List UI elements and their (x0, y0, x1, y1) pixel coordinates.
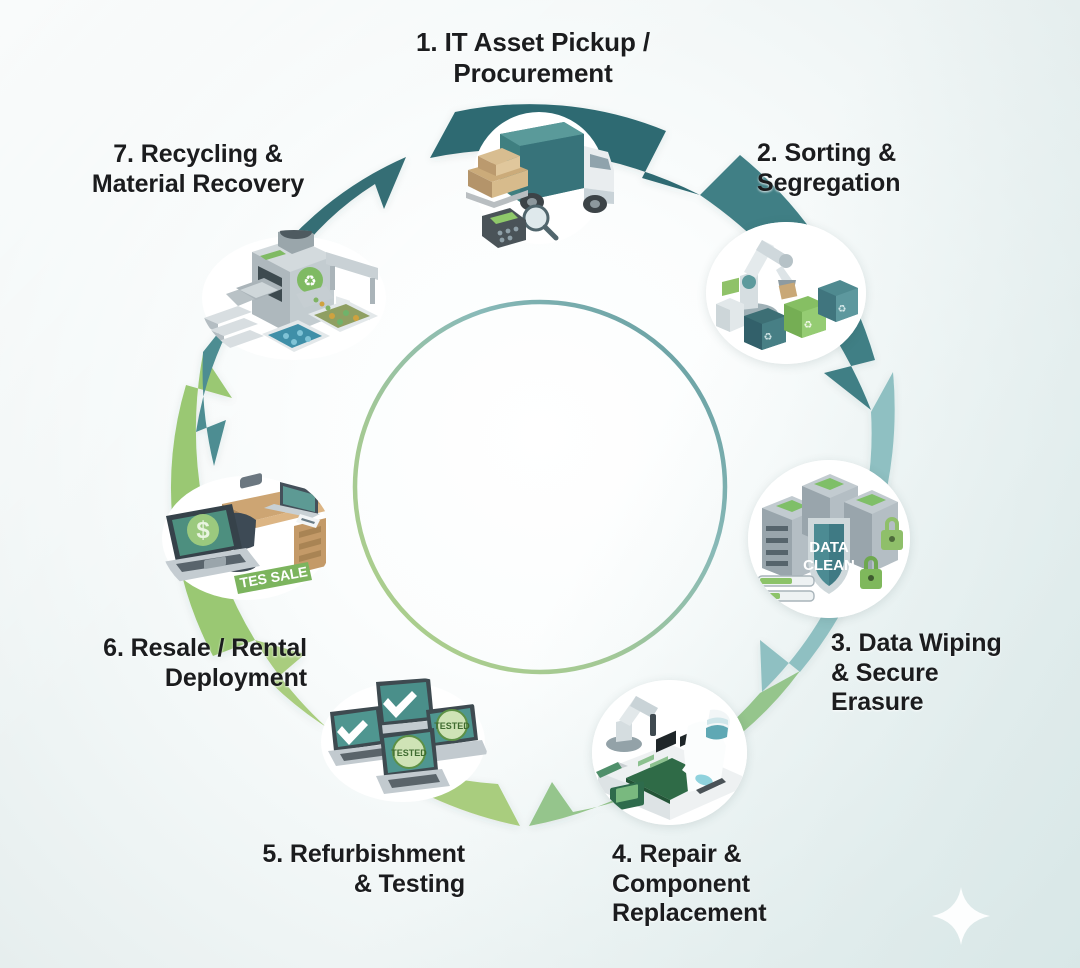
stage-5-label: 5. Refurbishment & Testing (262, 840, 465, 898)
truck-cab (584, 146, 614, 204)
stage-7-label: 7. Recycling & Material Recovery (91, 140, 305, 198)
stage-6-label: 6. Resale / Rental Deployment (103, 634, 307, 692)
magnifying-glass-icon (522, 204, 559, 241)
arc-segment-4to5 (529, 671, 800, 826)
laptop-check-left (328, 706, 396, 766)
svg-text:TESTED: TESTED (434, 721, 470, 731)
stage-6-illustration[interactable]: $ TES SALE (160, 470, 332, 606)
stage-7-illustration[interactable]: ♻ (200, 230, 388, 366)
padlock-icon-upper (881, 517, 903, 550)
arc-segment-7to1 (245, 157, 406, 298)
svg-text:♻: ♻ (838, 304, 847, 315)
desk-laptop (264, 482, 320, 518)
laptop-tested-right: TESTED (424, 704, 488, 762)
recycle-logo (297, 267, 323, 293)
shield-text-data: DATA (809, 539, 849, 556)
svg-text:♻: ♻ (303, 273, 316, 290)
stage-3-label: 3. Data Wiping & Secure Erasure (831, 629, 1002, 716)
chute-right (296, 286, 334, 308)
desk-mat (240, 473, 262, 489)
granulate-stream (313, 297, 331, 311)
stage-5-illustration[interactable]: TESTED TESTED (318, 676, 488, 806)
microchip-icon (610, 781, 644, 812)
dollar-symbol: $ (196, 517, 210, 544)
svg-text:TESTED: TESTED (391, 748, 427, 758)
tray-shredded-metal (236, 278, 284, 300)
stage-3-illustration[interactable]: DATA CLEAN (748, 460, 910, 618)
stage-2-illustration[interactable]: ♻ ♻ ♻ (706, 222, 866, 364)
cargo-boxes (466, 148, 528, 208)
dollar-badge (187, 514, 219, 546)
technician-figure (682, 709, 731, 792)
wipe-progress-bar-1 (757, 575, 815, 587)
repair-robot-arm-icon (606, 696, 658, 752)
svg-text:♻: ♻ (764, 332, 773, 343)
tray-blue-granulate (262, 320, 330, 352)
inner-ring-circle (352, 299, 728, 675)
barcode-scanner-icon (482, 208, 526, 248)
gripped-box (778, 282, 798, 300)
shield-text-clean: CLEAN (803, 557, 855, 574)
data-clean-shield-icon: DATA CLEAN (803, 518, 855, 594)
desk-document (296, 514, 320, 528)
stage-4-label: 4. Repair & Component Replacement (612, 840, 767, 927)
soldering-tools (596, 762, 726, 794)
stage-4-illustration[interactable] (592, 680, 747, 825)
laptop-tested-front: TESTED (376, 728, 450, 794)
server-rack-left (762, 496, 820, 580)
padlock-icon-lower (860, 556, 882, 589)
resale-laptop-with-dollar: $ (162, 504, 260, 582)
arc-segment-2to3 (700, 155, 875, 410)
server-rack-right (844, 490, 898, 572)
stage-1-illustration[interactable] (432, 112, 647, 252)
recycling-bin-dark: ♻ (744, 308, 786, 350)
svg-text:♻: ♻ (804, 320, 813, 331)
sorting-pedestal (716, 277, 744, 332)
stage-2-label: 2. Sorting & Segregation (757, 139, 901, 197)
recycling-bin-teal: ♻ (818, 280, 858, 322)
stage-1-label: 1. IT Asset Pickup / Procurement (415, 27, 650, 88)
laptop-tested-top (374, 678, 446, 738)
